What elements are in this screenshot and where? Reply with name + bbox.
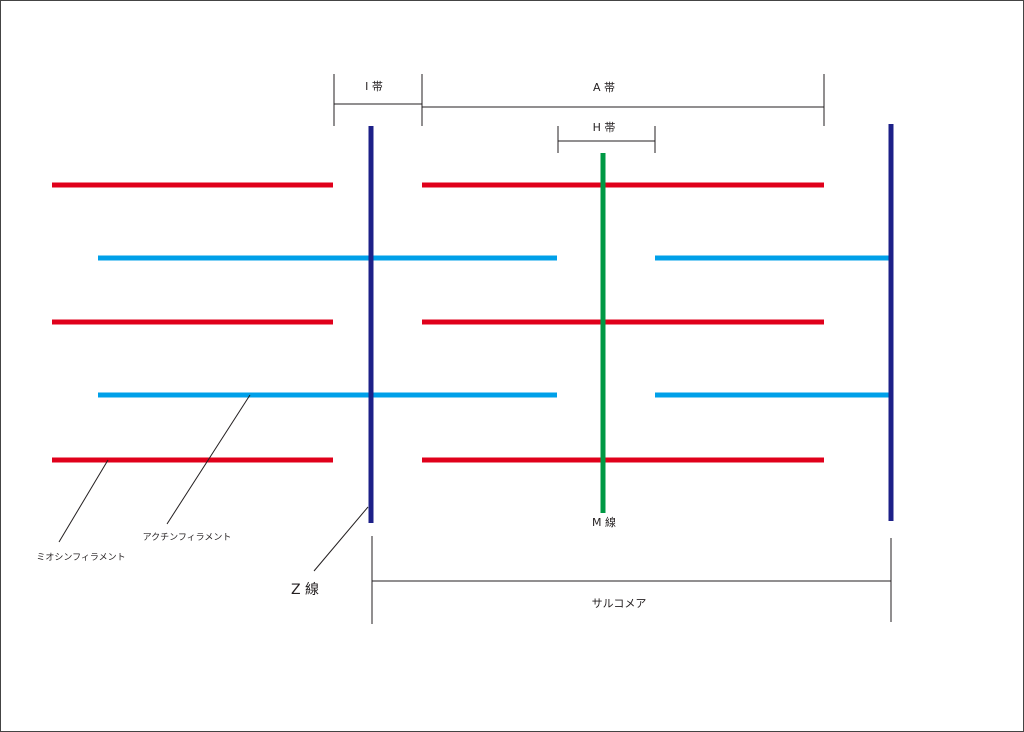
- i-band-bracket: [333, 74, 423, 126]
- leader-lines: [58, 394, 369, 572]
- myosin-filament-label: ミオシンフィラメント: [36, 552, 125, 563]
- actin-filament-label: アクチンフィラメント: [143, 532, 232, 543]
- z-line-leader: [313, 506, 369, 572]
- z-line-label: Z 線: [291, 582, 319, 598]
- actin-leader: [166, 394, 251, 525]
- myosin-filaments: [52, 182, 824, 463]
- h-band-label: H 帯: [593, 121, 616, 134]
- actin-filaments: [98, 255, 891, 398]
- a-band-label: A 帯: [593, 81, 615, 94]
- myosin-leader: [58, 459, 109, 543]
- sarcomere-label: サルコメア: [592, 597, 647, 610]
- m-line-label: M 線: [592, 515, 616, 529]
- a-band-bracket: [422, 74, 825, 126]
- h-band-bracket: [557, 126, 656, 153]
- i-band-label: I 帯: [365, 80, 383, 93]
- sarcomere-bracket: [371, 536, 892, 624]
